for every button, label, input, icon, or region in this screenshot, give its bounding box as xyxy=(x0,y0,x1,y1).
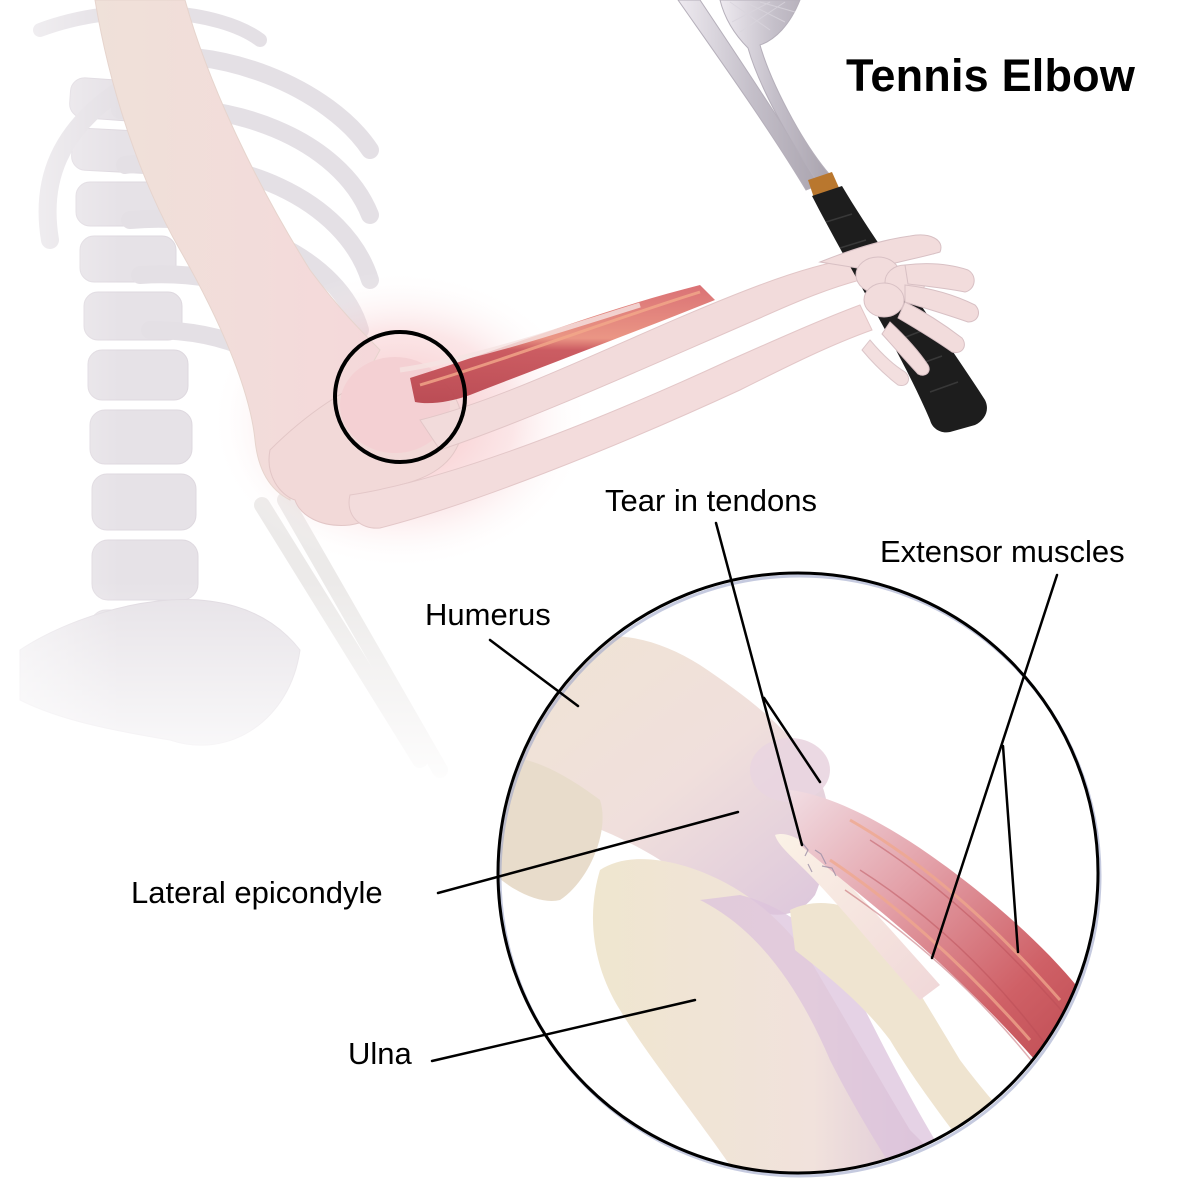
magnified-inset xyxy=(498,573,1098,1173)
label-tear-in-tendons: Tear in tendons xyxy=(605,483,817,518)
inset-extensor-muscle xyxy=(790,790,1097,1090)
label-lateral-epicondyle: Lateral epicondyle xyxy=(131,875,383,910)
leader-lateral xyxy=(436,810,740,895)
leader-tear-2 xyxy=(762,696,822,784)
leader-ext-2 xyxy=(1001,744,1020,954)
leader-lines xyxy=(430,521,1059,1063)
leader-tear-1 xyxy=(714,521,804,847)
label-extensor-muscles: Extensor muscles xyxy=(880,534,1125,569)
inset-tendon xyxy=(775,834,940,1000)
overview-callout-circle xyxy=(333,330,467,464)
label-ulna: Ulna xyxy=(348,1036,412,1071)
forearm-ulna xyxy=(348,304,873,529)
hand-bones xyxy=(818,234,979,387)
leader-ext-1 xyxy=(930,573,1059,960)
leader-ulna xyxy=(430,998,697,1063)
inset-humerus xyxy=(498,636,830,915)
leader-humerus xyxy=(488,638,580,708)
magnified-callout-circle xyxy=(496,571,1100,1175)
label-humerus: Humerus xyxy=(425,597,551,632)
diagram-title: Tennis Elbow xyxy=(846,50,1136,101)
forearm-extensor-muscle xyxy=(410,285,715,404)
humerus-bone xyxy=(94,0,381,501)
